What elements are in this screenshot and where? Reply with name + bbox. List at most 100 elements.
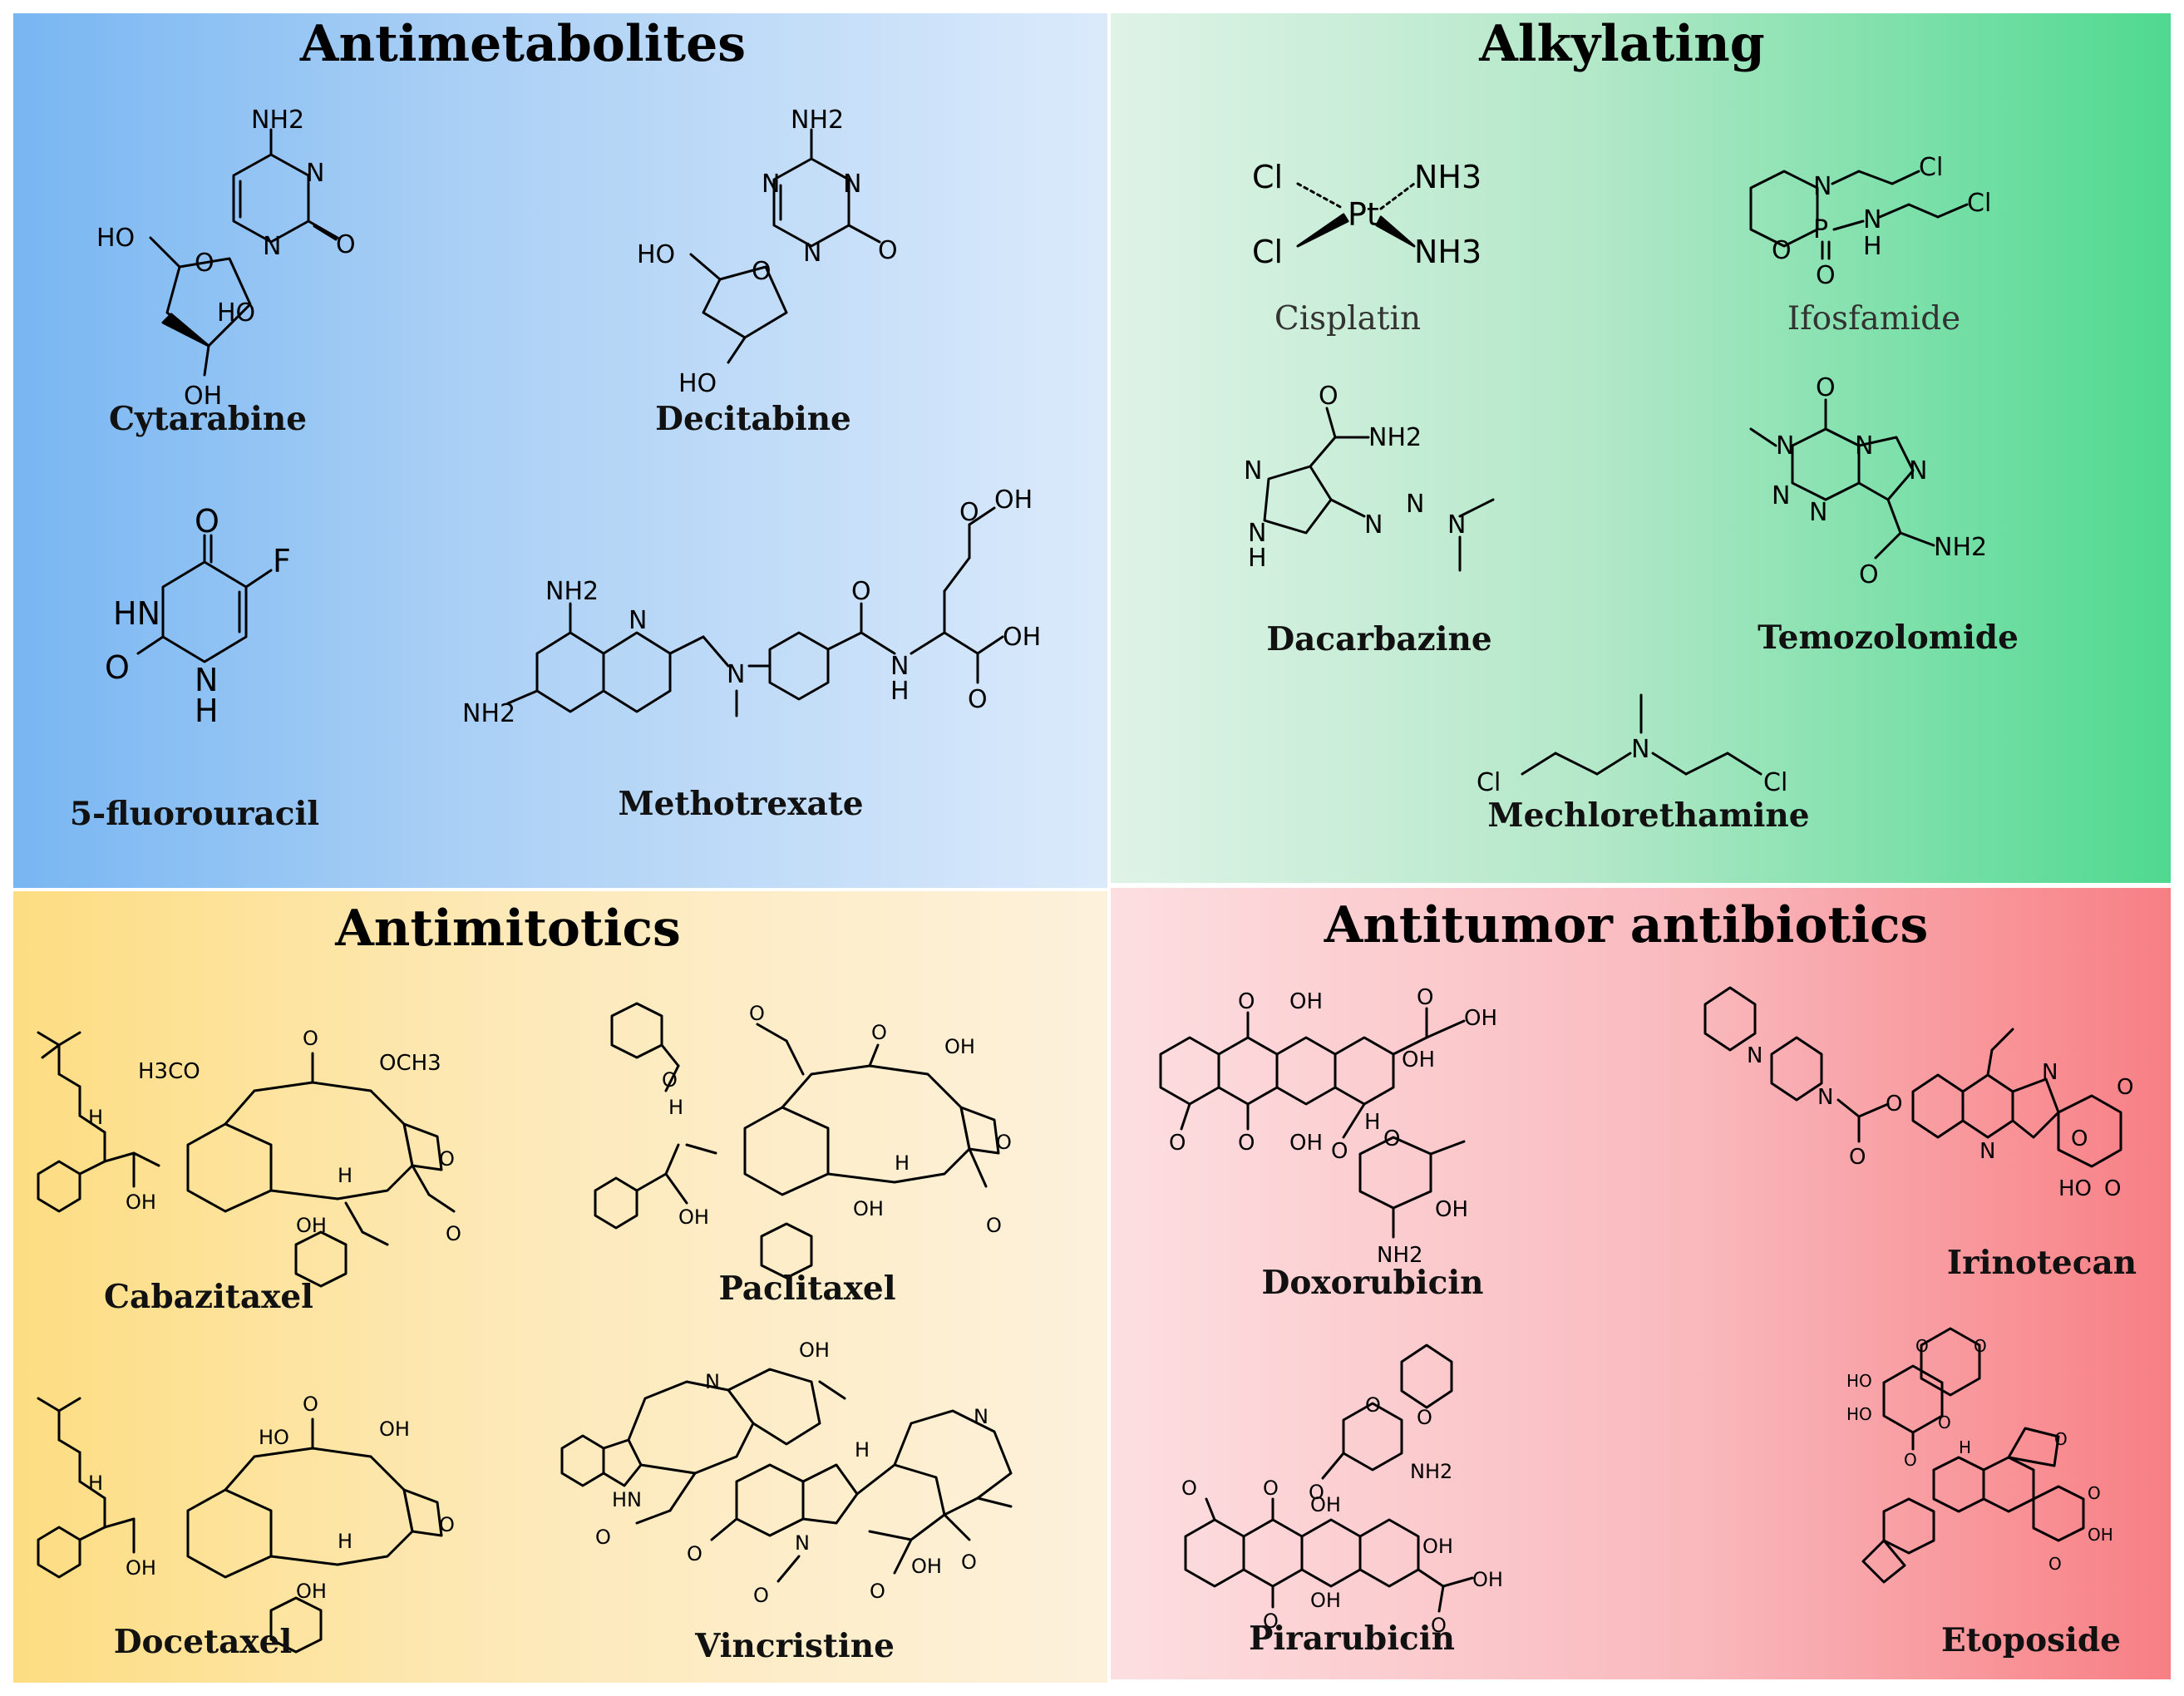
svg-text:N: N xyxy=(1979,1139,1995,1164)
antitumor-antibiotics-panel: Antitumor antibiotics O O OH OH O O OH O… xyxy=(1111,888,2171,1679)
pirarubicin-structure: O O NH2 O O O OH OH O OH O OH xyxy=(1181,1343,1503,1637)
svg-text:O: O xyxy=(1309,1481,1324,1504)
svg-text:N: N xyxy=(974,1405,988,1428)
alkylating-title: Alkylating xyxy=(1479,15,1765,73)
svg-text:OH: OH xyxy=(799,1339,830,1362)
mechlorethamine-structure: N Cl Cl xyxy=(1477,693,1787,797)
svg-text:OH: OH xyxy=(1003,623,1041,652)
svg-text:Cl: Cl xyxy=(1477,768,1501,797)
svg-text:H: H xyxy=(890,677,910,706)
svg-text:O: O xyxy=(959,498,979,527)
mechlorethamine-label: Mechlorethamine xyxy=(1487,796,1810,835)
svg-text:N: N xyxy=(727,660,745,689)
svg-text:O: O xyxy=(2104,1176,2121,1201)
svg-text:OH: OH xyxy=(1289,1131,1323,1156)
svg-text:N: N xyxy=(195,662,218,698)
svg-text:O: O xyxy=(870,1580,885,1603)
dacarbazine-label: Dacarbazine xyxy=(1266,620,1492,658)
svg-text:O: O xyxy=(968,685,988,714)
svg-text:NH2: NH2 xyxy=(545,577,599,606)
svg-text:O: O xyxy=(2088,1483,2101,1503)
svg-text:NH2: NH2 xyxy=(1377,1243,1423,1268)
svg-text:O: O xyxy=(961,1551,977,1574)
svg-text:OH: OH xyxy=(379,1417,410,1441)
svg-text:N: N xyxy=(1776,431,1794,461)
docetaxel-structure: H OH O HO OH O H OH xyxy=(37,1393,455,1654)
svg-text:HO: HO xyxy=(1846,1404,1872,1424)
svg-text:O: O xyxy=(662,1068,678,1092)
svg-text:O: O xyxy=(752,257,772,286)
svg-text:N: N xyxy=(1772,481,1790,510)
svg-text:OH: OH xyxy=(126,1191,156,1214)
svg-text:HO: HO xyxy=(217,298,255,328)
svg-text:O: O xyxy=(195,503,219,540)
svg-text:N: N xyxy=(843,170,861,199)
svg-text:N: N xyxy=(1364,510,1383,540)
svg-text:H: H xyxy=(1863,232,1882,261)
svg-text:O: O xyxy=(1365,1393,1381,1417)
svg-text:N: N xyxy=(1817,1085,1833,1110)
irinotecan-label: Irinotecan xyxy=(1946,1244,2137,1282)
svg-text:O: O xyxy=(996,1131,1012,1154)
svg-text:O: O xyxy=(2048,1554,2062,1574)
svg-text:NH2: NH2 xyxy=(462,699,515,728)
antimitotics-panel: Antimitotics H OH O H3CO OCH3 O O H OH C… xyxy=(13,891,1107,1683)
svg-text:O: O xyxy=(871,1021,887,1044)
vincristine-structure: HN N OH O O N O H N O OH O xyxy=(560,1339,1013,1607)
svg-text:H: H xyxy=(1364,1110,1381,1135)
svg-text:O: O xyxy=(303,1393,318,1416)
svg-text:H: H xyxy=(668,1096,683,1119)
svg-text:O: O xyxy=(446,1222,461,1245)
svg-text:N: N xyxy=(629,606,647,635)
svg-text:O: O xyxy=(749,1002,765,1025)
svg-text:O: O xyxy=(1974,1336,1987,1356)
svg-text:O: O xyxy=(1263,1477,1279,1500)
irinotecan-structure: N N O O N N O O HO O xyxy=(1703,986,2133,1201)
svg-text:OH: OH xyxy=(1472,1568,1503,1591)
svg-text:NH2: NH2 xyxy=(1368,423,1422,452)
svg-text:O: O xyxy=(1417,985,1433,1010)
svg-text:O: O xyxy=(1816,261,1836,290)
svg-text:OH: OH xyxy=(1435,1197,1468,1222)
temozolomide-label: Temozolomide xyxy=(1758,619,2019,657)
svg-text:N: N xyxy=(1813,172,1832,201)
svg-text:O: O xyxy=(986,1214,1002,1237)
svg-text:N: N xyxy=(1855,431,1873,461)
svg-text:O: O xyxy=(1181,1477,1197,1500)
etoposide-structure: O O HO HO O O O H O OH O xyxy=(1846,1327,2113,1584)
svg-text:O: O xyxy=(595,1526,611,1549)
svg-text:HO: HO xyxy=(1846,1371,1872,1391)
antitumor-antibiotics-title: Antitumor antibiotics xyxy=(1324,896,1929,954)
svg-text:N: N xyxy=(890,652,909,681)
svg-text:N: N xyxy=(795,1531,810,1555)
svg-text:O: O xyxy=(1886,1092,1902,1117)
svg-text:Cl: Cl xyxy=(1967,189,1991,218)
svg-text:N: N xyxy=(1909,456,1927,486)
svg-text:Cl: Cl xyxy=(1763,768,1787,797)
svg-text:H: H xyxy=(895,1151,910,1175)
svg-text:H: H xyxy=(1959,1437,1971,1457)
decitabine-label: Decitabine xyxy=(655,400,851,438)
svg-text:N: N xyxy=(1809,498,1827,527)
svg-text:P: P xyxy=(1813,215,1828,244)
svg-text:O: O xyxy=(1238,1131,1255,1156)
svg-text:OH: OH xyxy=(678,1205,709,1229)
antimitotics-title: Antimitotics xyxy=(335,900,681,958)
svg-text:O: O xyxy=(1904,1450,1917,1470)
svg-text:O: O xyxy=(2117,1075,2133,1100)
methotrexate-label: Methotrexate xyxy=(618,785,864,823)
svg-text:O: O xyxy=(1849,1145,1866,1170)
svg-text:O: O xyxy=(1816,373,1836,402)
svg-text:N: N xyxy=(1631,735,1649,764)
svg-text:OH: OH xyxy=(944,1035,975,1058)
pirarubicin-label: Pirarubicin xyxy=(1249,1620,1455,1658)
svg-text:N: N xyxy=(803,239,821,268)
svg-text:F: F xyxy=(273,543,291,579)
svg-text:H: H xyxy=(195,693,219,729)
svg-text:OH: OH xyxy=(2088,1525,2113,1545)
cytarabine-structure: NH2 N N O HO O OH HO xyxy=(96,106,356,411)
svg-text:N: N xyxy=(1863,205,1881,234)
svg-text:HO: HO xyxy=(2058,1176,2092,1201)
svg-text:NH2: NH2 xyxy=(791,106,844,135)
svg-text:OH: OH xyxy=(1310,1493,1341,1516)
